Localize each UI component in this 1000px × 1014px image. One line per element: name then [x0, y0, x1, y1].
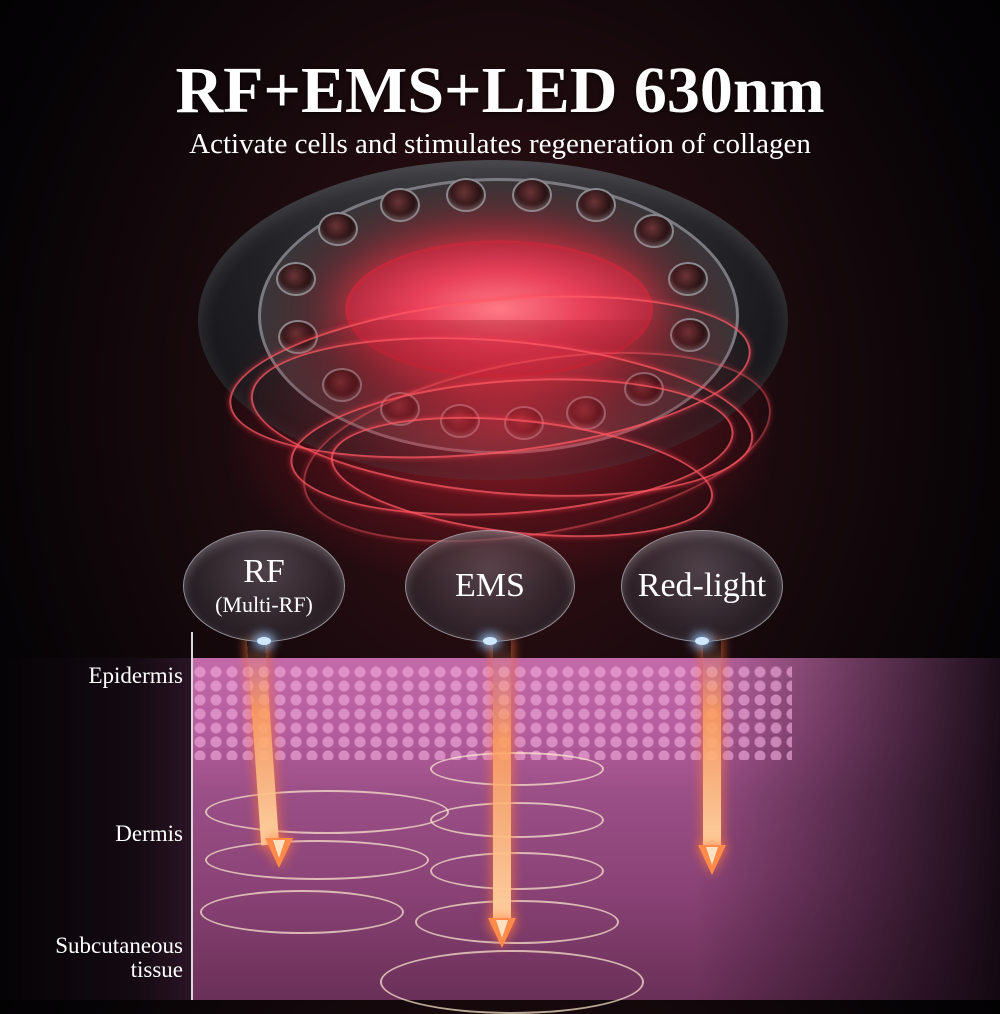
emitter-dot-icon [483, 637, 497, 645]
mode-sublabel: (Multi-RF) [215, 591, 313, 617]
mode-bubble-red-light: Red-light [621, 530, 783, 645]
led-icon [512, 178, 552, 212]
emitter-dot-icon [695, 637, 709, 645]
layer-divider-line [191, 632, 193, 1000]
layer-label-dermis: Dermis [115, 821, 183, 846]
rf-wave [205, 790, 449, 834]
arrow-down-icon [265, 838, 293, 868]
page-subtitle: Activate cells and stimulates regenerati… [189, 128, 811, 160]
rf-wave [205, 840, 429, 880]
layer-label-subcutaneous: Subcutaneous tissue [55, 933, 183, 983]
ems-wave [430, 852, 604, 890]
led-icon [576, 188, 616, 222]
ems-wave [430, 802, 604, 838]
layer-label-epidermis: Epidermis [88, 663, 183, 688]
ems-wave [430, 752, 604, 786]
mode-bubble-ems: EMS [405, 530, 575, 645]
ems-beam [493, 640, 511, 925]
ems-wave [380, 950, 644, 1014]
emitter-dot-icon [257, 637, 271, 645]
led-icon [318, 212, 358, 246]
ems-wave [415, 900, 619, 944]
mode-label: RF [243, 552, 285, 590]
layer-label-line: Subcutaneous [55, 933, 183, 958]
layer-label-line: tissue [130, 957, 183, 983]
mode-label: EMS [455, 567, 525, 604]
mode-label: Red-light [637, 567, 767, 604]
led-icon [380, 188, 420, 222]
epidermis-cells [192, 665, 792, 760]
mode-bubble-rf: RF (Multi-RF) [183, 530, 345, 645]
led-icon [634, 214, 674, 248]
red-light-beam [703, 640, 721, 850]
arrow-down-icon [488, 918, 516, 948]
arrow-down-icon [698, 845, 726, 875]
rf-wave [200, 890, 404, 934]
page-title: RF+EMS+LED 630nm [175, 54, 825, 127]
left-dark-panel [0, 658, 192, 1000]
led-icon [446, 178, 486, 212]
led-icon [276, 262, 316, 296]
led-icon [668, 262, 708, 296]
